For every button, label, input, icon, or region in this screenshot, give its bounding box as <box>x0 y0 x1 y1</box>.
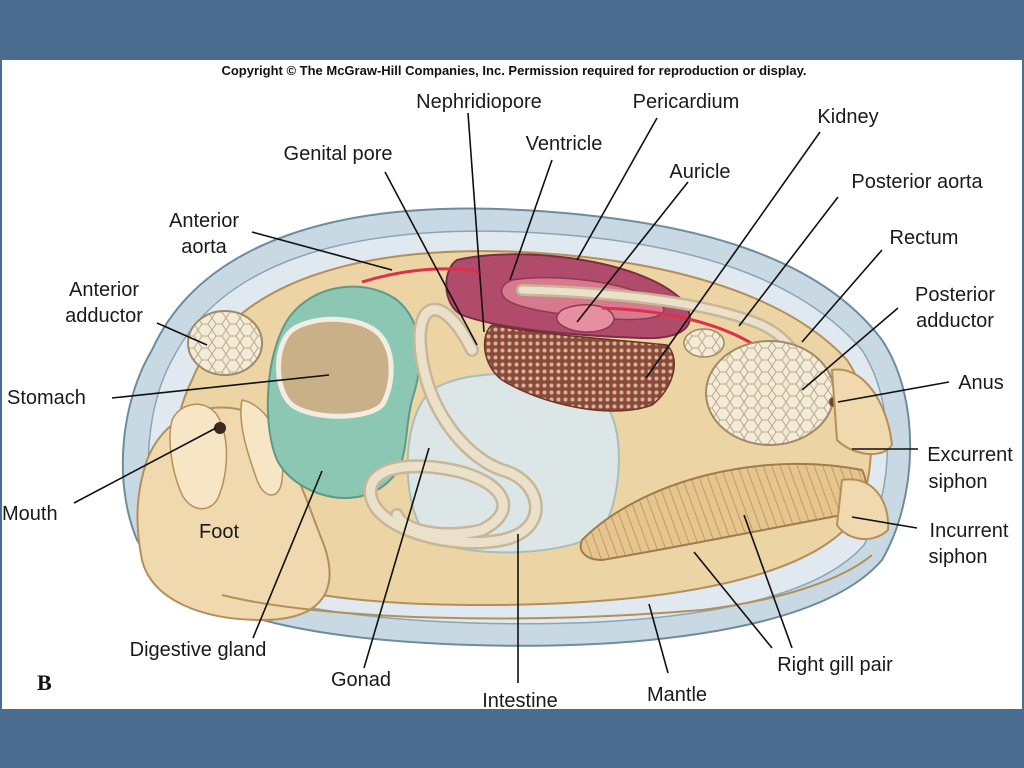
label-anus: Anus <box>958 372 1004 394</box>
auricle <box>556 303 615 333</box>
top-band <box>0 0 1024 60</box>
label-anterior-aorta-line2: aorta <box>181 236 227 258</box>
label-mantle: Mantle <box>647 684 707 706</box>
label-foot: Foot <box>199 521 239 543</box>
bottom-band <box>0 709 1024 768</box>
mouth-opening <box>214 422 226 434</box>
incurrent-siphon <box>835 478 890 541</box>
label-incurrent-siphon-line1: Incurrent <box>930 520 1009 542</box>
posterior-adductor <box>705 340 835 446</box>
label-gonad: Gonad <box>331 669 391 691</box>
kidney <box>483 324 675 412</box>
label-posterior-adductor-line1: Posterior <box>915 284 995 306</box>
leader-lines <box>73 112 950 683</box>
copyright-notice: Copyright © The McGraw-Hill Companies, I… <box>221 63 806 78</box>
label-mouth: Mouth <box>2 503 58 525</box>
label-intestine: Intestine <box>482 690 558 709</box>
label-digestive-gland: Digestive gland <box>130 639 267 661</box>
anterior-aorta <box>361 267 483 284</box>
label-excurrent-siphon-line1: Excurrent <box>927 444 1013 466</box>
excurrent-siphon <box>830 368 894 456</box>
label-anterior-adductor-line1: Anterior <box>69 279 139 301</box>
mantle <box>221 554 873 620</box>
label-stomach: Stomach <box>7 387 86 409</box>
label-auricle: Auricle <box>669 161 730 183</box>
label-anterior-adductor-line2: adductor <box>65 305 143 327</box>
anterior-adductor <box>187 310 263 376</box>
label-rectum: Rectum <box>890 227 959 249</box>
figure-letter: B <box>37 670 52 695</box>
label-nephridiopore: Nephridiopore <box>416 91 542 113</box>
label-incurrent-siphon-line2: siphon <box>929 546 988 568</box>
label-posterior-aorta: Posterior aorta <box>851 171 983 193</box>
label-posterior-adductor-line2: adductor <box>916 310 994 332</box>
stomach <box>276 316 394 419</box>
diagram-panel: Copyright © The McGraw-Hill Companies, I… <box>2 60 1022 709</box>
label-excurrent-siphon-line2: siphon <box>929 471 988 493</box>
label-genital-pore: Genital pore <box>284 143 393 165</box>
label-right-gill-pair: Right gill pair <box>777 654 893 676</box>
label-pericardium: Pericardium <box>633 91 740 113</box>
label-kidney: Kidney <box>817 106 878 128</box>
label-ventricle: Ventricle <box>526 133 603 155</box>
label-anterior-aorta-line1: Anterior <box>169 210 239 232</box>
clam-anatomy-diagram: Copyright © The McGraw-Hill Companies, I… <box>2 63 1013 709</box>
posterior-aorta <box>601 306 763 352</box>
